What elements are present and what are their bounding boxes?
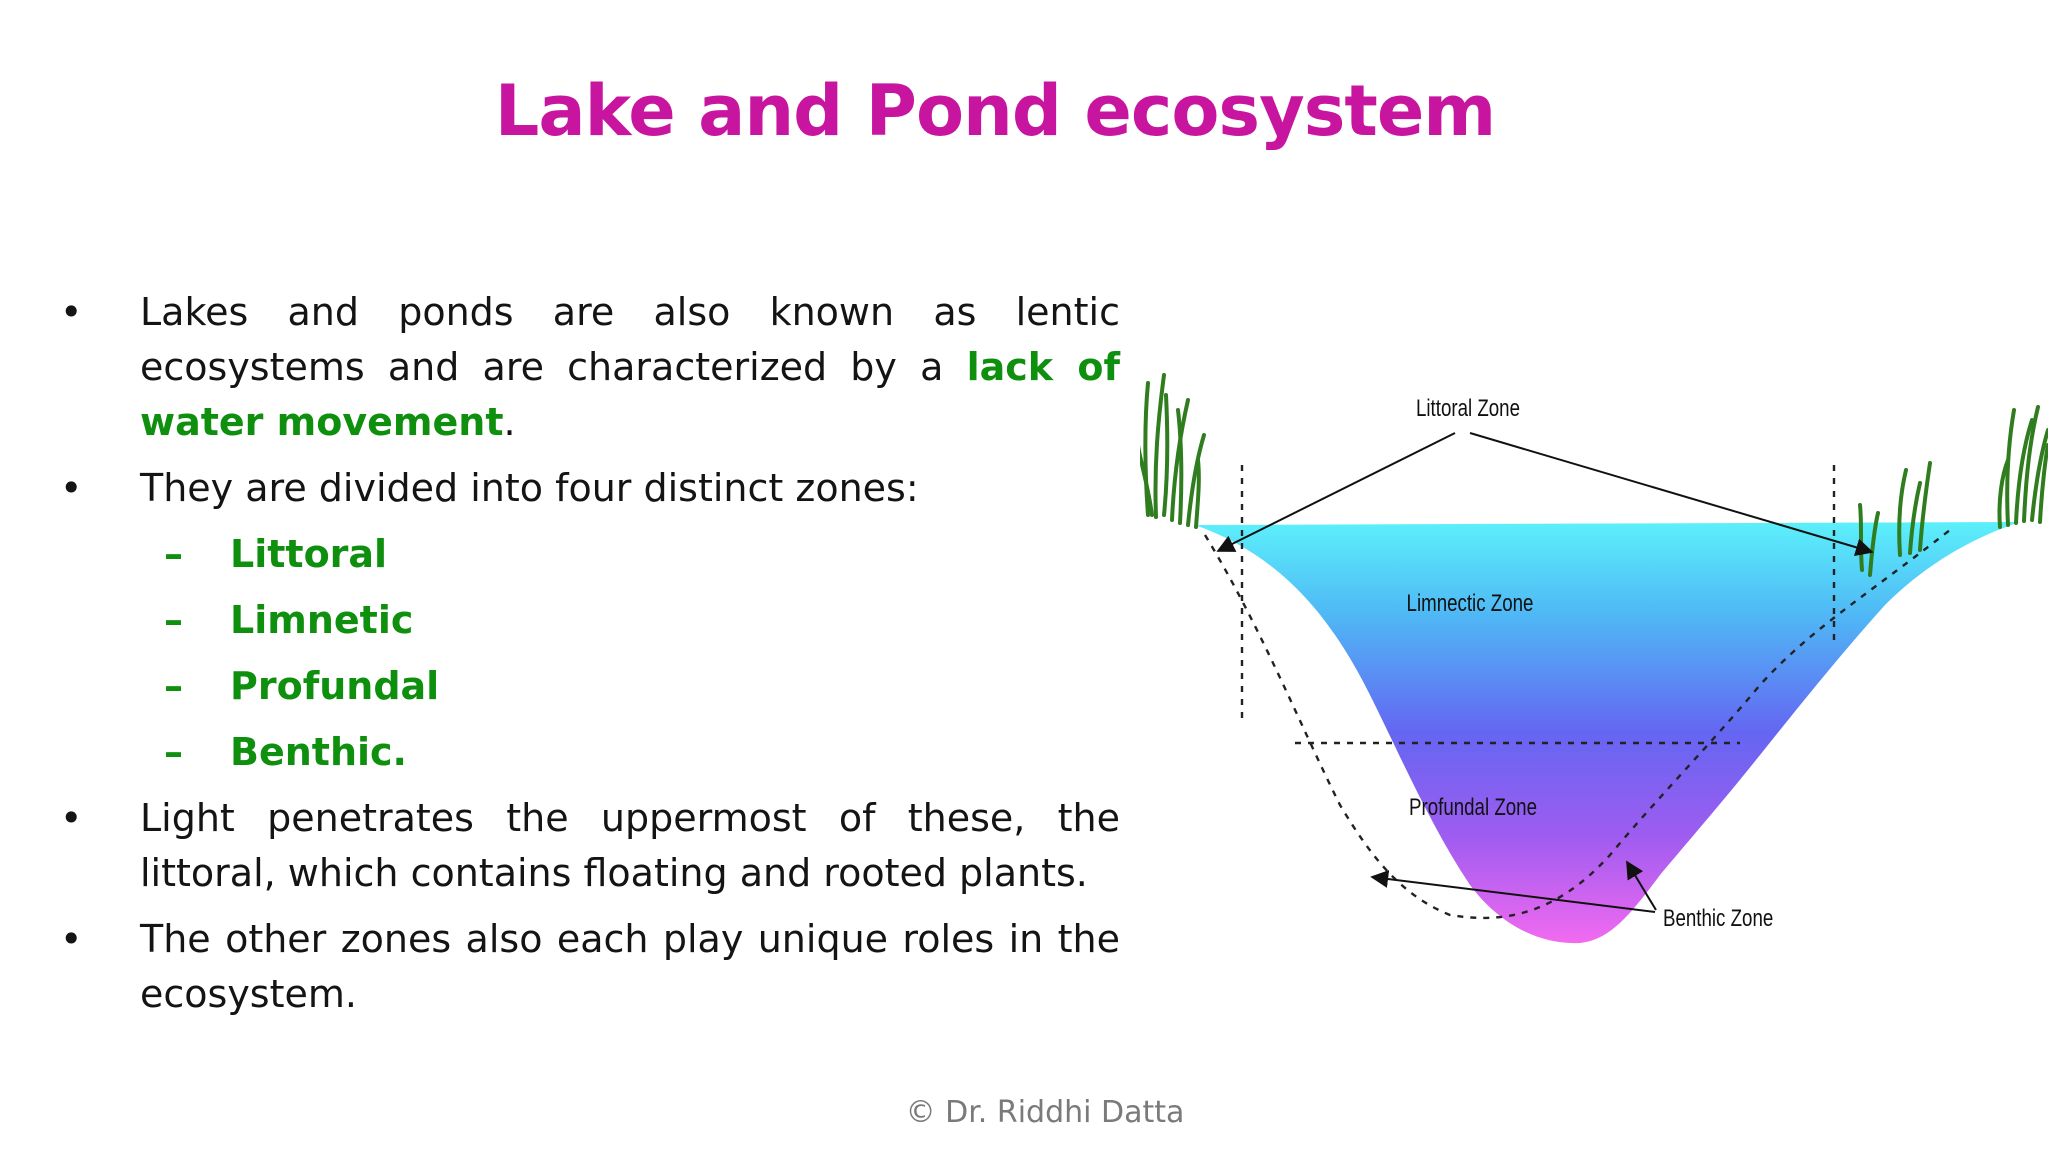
zone-boundaries (1203, 465, 1951, 920)
copyright-footer: © Dr. Riddhi Datta (905, 1095, 1185, 1130)
highlight-text: lack of water movement (140, 345, 1120, 444)
bullet-text: Lakes and ponds are also known as lentic… (140, 290, 1120, 389)
bullet-text-end: . (503, 400, 516, 444)
bullet-text: They are divided into four distinct zone… (140, 466, 919, 510)
zone-list: – Littoral – Limnetic – Profundal – Bent… (60, 527, 1120, 780)
zone-item-benthic: – Benthic. (60, 725, 1120, 780)
littoral-arrow-left (1216, 432, 1456, 552)
benthic-arrow-up (1626, 860, 1657, 911)
slide-title: Lake and Pond ecosystem (494, 70, 1497, 152)
benthic-boundary (1203, 529, 1951, 920)
label-benthic-zone: Benthic Zone (1663, 905, 1773, 932)
littoral-arrow-right (1469, 432, 1874, 557)
bullet-text: Light penetrates the uppermost of these,… (140, 796, 1120, 895)
bullet-item-lentic: • Lakes and ponds are also known as lent… (60, 285, 1120, 450)
dash-marker: – (164, 532, 183, 576)
zone-item-littoral: – Littoral (60, 527, 1120, 582)
bullet-item-zones: • They are divided into four distinct zo… (60, 461, 1120, 516)
reeds-left-icon (1140, 373, 1206, 529)
zone-arrows (1216, 432, 1874, 913)
bullet-marker: • (60, 796, 83, 840)
zone-item-limnetic: – Limnetic (60, 593, 1120, 648)
bullet-list: • Lakes and ponds are also known as lent… (60, 285, 1120, 1033)
lake-zones-diagram: Littoral Zone Limnectic Zone Profundal Z… (1140, 373, 2048, 944)
zone-label: Benthic. (230, 730, 407, 774)
dash-marker: – (164, 598, 183, 642)
bullet-marker: • (60, 466, 83, 510)
benthic-arrow-left (1370, 870, 1656, 913)
bullet-marker: • (60, 917, 83, 961)
bullet-item-light: • Light penetrates the uppermost of thes… (60, 791, 1120, 901)
dash-marker: – (164, 664, 183, 708)
reeds-right-icon (1997, 405, 2048, 529)
label-limnetic-zone: Limnectic Zone (1407, 590, 1534, 617)
bullet-item-other-zones: • The other zones also each play unique … (60, 912, 1120, 1022)
label-profundal-zone: Profundal Zone (1409, 794, 1537, 821)
lake-water-basin (1195, 522, 2020, 944)
zone-label: Limnetic (230, 598, 414, 642)
label-littoral-zone: Littoral Zone (1416, 395, 1520, 422)
zone-label: Profundal (230, 664, 440, 708)
zone-item-profundal: – Profundal (60, 659, 1120, 714)
bullet-marker: • (60, 290, 83, 334)
zone-label: Littoral (230, 532, 388, 576)
dash-marker: – (164, 730, 183, 774)
bullet-text: The other zones also each play unique ro… (140, 917, 1120, 1016)
